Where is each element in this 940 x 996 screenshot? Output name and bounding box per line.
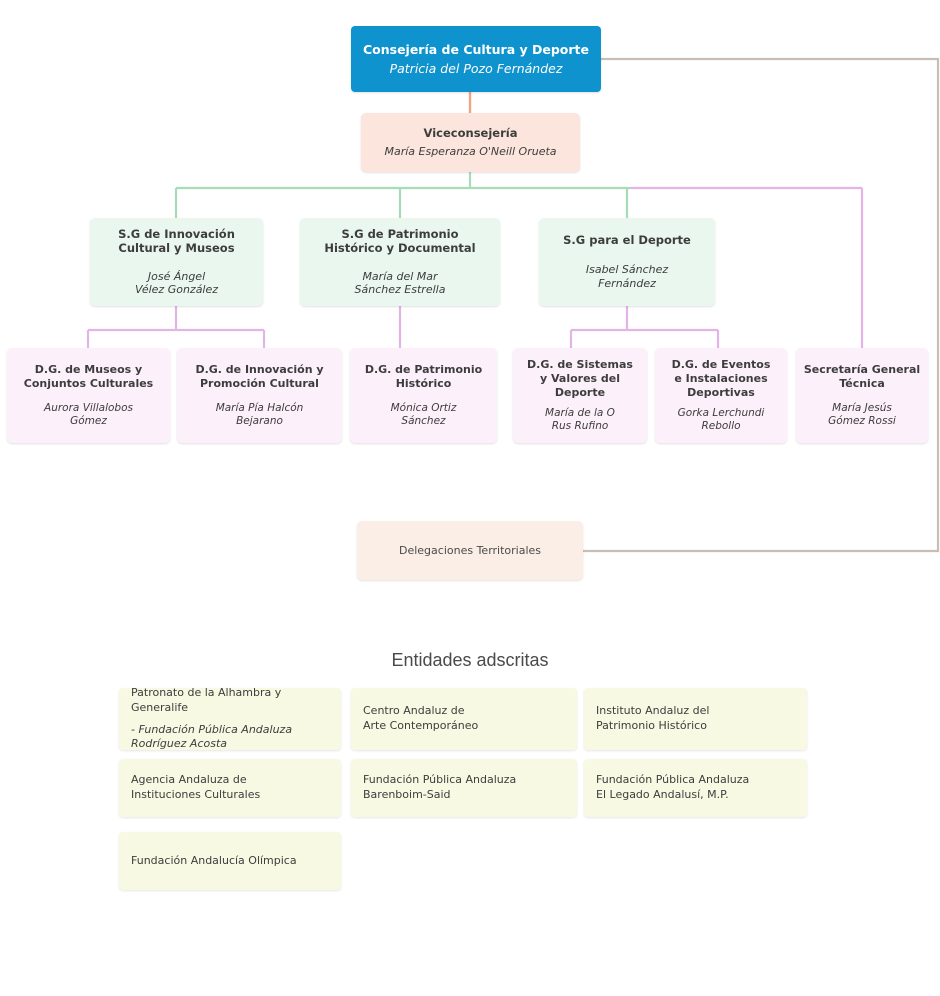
node-dg-5-person: Gorka Lerchundi Rebollo — [677, 406, 765, 432]
node-viceconsejeria-title: Viceconsejería — [423, 126, 518, 141]
node-consejeria-person: Patricia del Pozo Fernández — [389, 60, 563, 76]
node-sg-1-person: José Ángel Vélez González — [134, 269, 219, 297]
entity-name: Patronato de la Alhambra y Generalife — [131, 685, 282, 714]
node-dg-6-person: María Jesús Gómez Rossi — [828, 401, 896, 427]
entity-card[interactable]: Instituto Andaluz del Patrimonio Históri… — [584, 688, 807, 750]
node-sg-para-el-deporte[interactable]: S.G para el Deporte Isabel Sánchez Ferná… — [539, 218, 715, 306]
entity-name: Fundación Andalucía Olímpica — [131, 853, 297, 867]
node-dg-patrimonio-historico[interactable]: D.G. de Patrimonio Histórico Mónica Orti… — [350, 348, 497, 443]
node-viceconsejeria-person: María Esperanza O'Neill Orueta — [384, 144, 557, 158]
node-delegaciones-territoriales[interactable]: Delegaciones Territoriales — [357, 521, 583, 580]
node-dg-2-title: D.G. de Innovación y Promoción Cultural — [195, 363, 324, 390]
entity-name: Centro Andaluz de Arte Contemporáneo — [363, 704, 479, 732]
node-sg-3-person: Isabel Sánchez Fernández — [585, 263, 669, 291]
node-dg-5-title: D.G. de Eventos e Instalaciones Deportiv… — [671, 358, 771, 399]
node-dg-1-title: D.G. de Museos y Conjuntos Culturales — [23, 363, 154, 390]
node-dg-3-title: D.G. de Patrimonio Histórico — [364, 363, 483, 390]
node-dg-3-person: Mónica Ortiz Sánchez — [390, 401, 457, 427]
node-dg-museos-y-conjuntos-culturales[interactable]: D.G. de Museos y Conjuntos Culturales Au… — [7, 348, 170, 443]
node-sg-1-title: S.G de Innovación Cultural y Museos — [118, 226, 235, 256]
entity-name: Agencia Andaluza de Instituciones Cultur… — [131, 773, 261, 801]
entity-card[interactable]: Fundación Andalucía Olímpica — [119, 832, 341, 890]
node-dg-sistemas-y-valores-del-deporte[interactable]: D.G. de Sistemas y Valores del Deporte M… — [513, 348, 647, 443]
node-sg-2-title: S.G de Patrimonio Histórico y Documental — [324, 226, 476, 256]
node-dg-eventos-e-instalaciones-deportivas[interactable]: D.G. de Eventos e Instalaciones Deportiv… — [655, 348, 787, 443]
node-dg-6-title: Secretaría General Técnica — [803, 363, 921, 390]
entity-card[interactable]: Agencia Andaluza de Instituciones Cultur… — [119, 759, 341, 817]
entity-card[interactable]: Centro Andaluz de Arte Contemporáneo — [351, 688, 577, 750]
entity-name: Fundación Pública Andaluza Barenboim-Sai… — [363, 773, 517, 801]
entity-name: Fundación Pública Andaluza El Legado And… — [596, 773, 750, 801]
node-sg-patrimonio-historico-y-documental[interactable]: S.G de Patrimonio Histórico y Documental… — [300, 218, 500, 306]
node-dg-innovacion-y-promocion-cultural[interactable]: D.G. de Innovación y Promoción Cultural … — [177, 348, 342, 443]
node-sg-2-person: María del Mar Sánchez Estrella — [354, 269, 446, 297]
node-delegaciones-title: Delegaciones Territoriales — [398, 543, 542, 557]
entity-card[interactable]: Fundación Pública Andaluza Barenboim-Sai… — [351, 759, 577, 817]
node-consejeria[interactable]: Consejería de Cultura y Deporte Patricia… — [351, 26, 601, 92]
node-consejeria-title: Consejería de Cultura y Deporte — [362, 41, 590, 57]
entidades-adscritas-heading: Entidades adscritas — [391, 650, 549, 670]
node-dg-4-person: María de la O Rus Rufino — [545, 406, 615, 432]
node-sg-innovacion-cultural-y-museos[interactable]: S.G de Innovación Cultural y Museos José… — [90, 218, 263, 306]
entity-name: Instituto Andaluz del Patrimonio Históri… — [596, 704, 710, 732]
node-dg-2-person: María Pía Halcón Bejarano — [215, 401, 304, 427]
node-viceconsejeria[interactable]: Viceconsejería María Esperanza O'Neill O… — [361, 113, 580, 172]
node-secretaria-general-tecnica[interactable]: Secretaría General Técnica María Jesús G… — [796, 348, 928, 443]
entity-card[interactable]: Fundación Pública Andaluza El Legado And… — [584, 759, 807, 817]
node-dg-4-title: D.G. de Sistemas y Valores del Deporte — [527, 358, 633, 399]
node-dg-1-person: Aurora Villalobos Gómez — [44, 401, 133, 427]
entity-card[interactable]: Patronato de la Alhambra y Generalife - … — [119, 685, 341, 751]
node-sg-3-title: S.G para el Deporte — [563, 233, 691, 248]
entity-sub: - Fundación Pública Andaluza Rodríguez A… — [131, 722, 293, 751]
